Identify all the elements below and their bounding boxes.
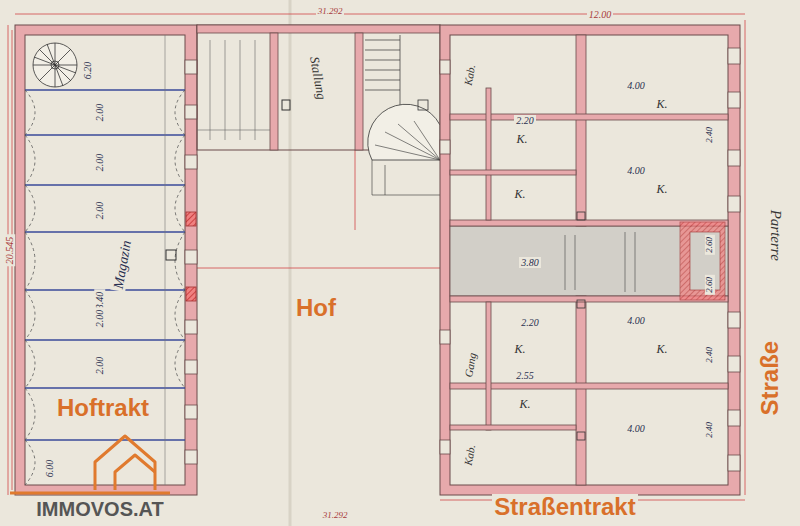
wing-name: Hoftrakt bbox=[55, 395, 151, 421]
room-name: Gang bbox=[462, 350, 479, 380]
room-name: K. bbox=[517, 398, 532, 411]
room-name: Kab. bbox=[462, 62, 478, 89]
dimension: 2.60 bbox=[705, 275, 715, 295]
dimension: 2.20 bbox=[519, 317, 541, 328]
dimension: 4.00 bbox=[625, 423, 647, 434]
room-name: Magazin bbox=[110, 238, 134, 293]
room-name: Kab. bbox=[462, 442, 478, 469]
wing-name: Straßentrakt bbox=[492, 494, 637, 520]
dimension: 2.00 bbox=[95, 199, 106, 221]
dimension: 2.40 bbox=[705, 125, 715, 145]
room-name: K. bbox=[512, 188, 527, 201]
room-name: K. bbox=[654, 343, 669, 356]
dimension: 4.00 bbox=[625, 315, 647, 326]
dimension: 20.545 bbox=[5, 234, 16, 266]
dimension: 2.00 bbox=[95, 101, 106, 123]
room-name: K. bbox=[654, 98, 669, 111]
dimension: 6.00 bbox=[45, 457, 56, 479]
dimension: 2.00 bbox=[95, 354, 106, 376]
dimension: 2.60 bbox=[705, 235, 715, 255]
room-name: K. bbox=[654, 183, 669, 196]
room-name: K. bbox=[514, 133, 529, 146]
dimension: 2.00 bbox=[95, 151, 106, 173]
dimension: 2.00 bbox=[95, 307, 106, 329]
dimension: 12.00 bbox=[587, 9, 614, 20]
dimension: 2.40 bbox=[705, 345, 715, 365]
dimension: 3.80 bbox=[519, 257, 541, 268]
dimension: 31.292 bbox=[316, 7, 345, 17]
room-name: Stallung bbox=[307, 53, 329, 102]
room-name: K. bbox=[512, 343, 527, 356]
street-name: Straße bbox=[757, 339, 783, 418]
floor-name: Parterre bbox=[768, 207, 785, 262]
dimension: 2.40 bbox=[705, 420, 715, 440]
dimension: 4.00 bbox=[625, 165, 647, 176]
dimension: 6.20 bbox=[83, 59, 94, 81]
dimension: 4.00 bbox=[625, 80, 647, 91]
area-name: Hof bbox=[294, 295, 338, 321]
dimension: 31.292 bbox=[321, 511, 350, 521]
dimension: 2.20 bbox=[514, 115, 536, 126]
dimension: 2.55 bbox=[514, 370, 536, 381]
watermark: IMMOVOS.AT bbox=[34, 498, 165, 520]
